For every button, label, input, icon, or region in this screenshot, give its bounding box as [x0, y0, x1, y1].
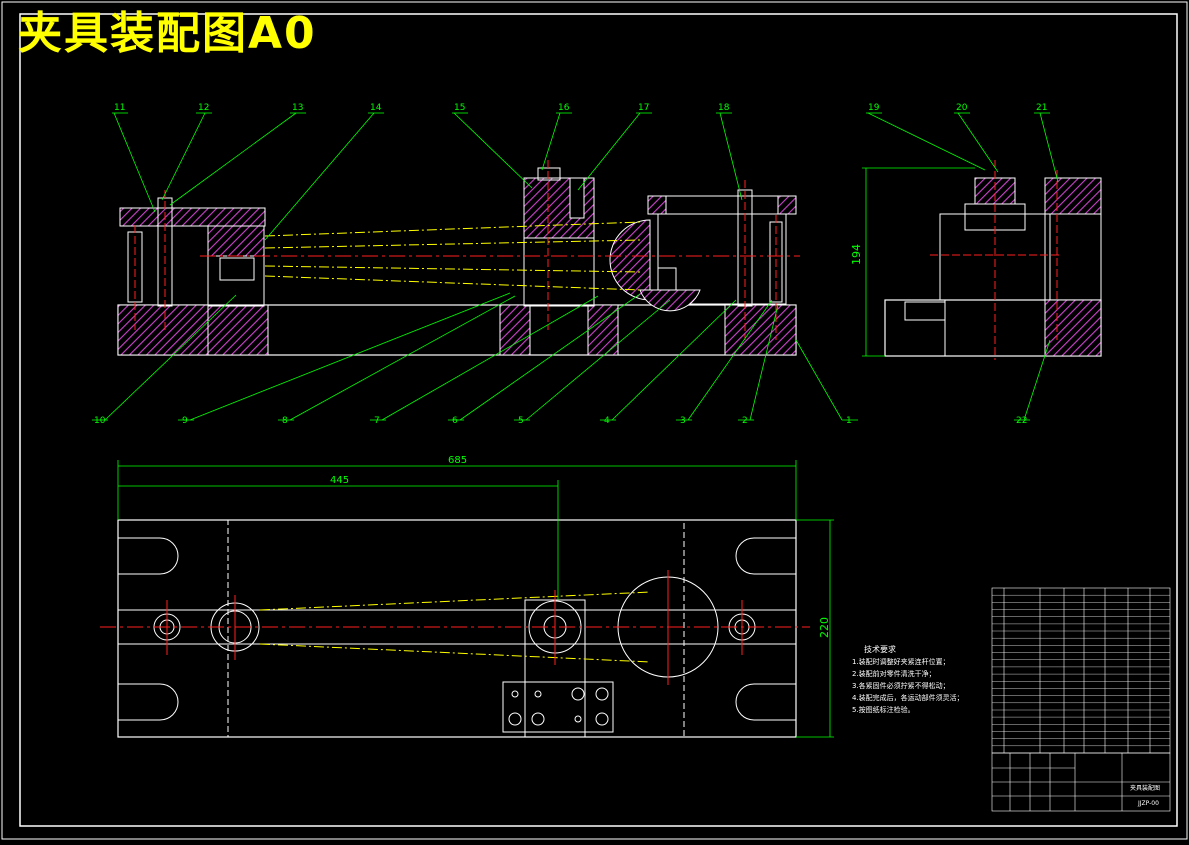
parts-list-table — [991, 587, 1171, 754]
callout-7: 7 — [374, 416, 380, 426]
dimension-side-height: 194 — [850, 244, 863, 265]
callout-13: 13 — [292, 103, 303, 113]
tech-requirements-heading: 技术要求 — [864, 644, 896, 654]
callout-9: 9 — [182, 416, 188, 426]
dimension-overall-length: 685 — [448, 455, 467, 466]
callout-leaders — [92, 112, 1059, 421]
callout-19: 19 — [868, 103, 880, 113]
plan-view — [100, 460, 834, 738]
callout-14: 14 — [370, 103, 382, 113]
callout-17: 17 — [638, 103, 649, 113]
drawing-name-label: 夹具装配图 — [1130, 784, 1160, 792]
parts-list-rows — [992, 595, 1170, 746]
tech-requirements: 技术要求 1.装配时调整好夹紧连杆位置； 2.装配前对零件清洗干净； 3.各紧固… — [852, 644, 964, 714]
drawing-title: 夹具装配图A0 — [18, 8, 317, 59]
callout-21: 21 — [1036, 103, 1047, 113]
callout-numbers: 11 12 13 14 15 16 17 18 19 20 21 10 9 8 … — [94, 103, 1047, 426]
callout-3: 3 — [680, 416, 686, 426]
callout-12: 12 — [198, 103, 209, 113]
callout-20: 20 — [956, 103, 968, 113]
tech-requirement-line: 5.按图纸标注检验。 — [852, 705, 915, 714]
callout-8: 8 — [282, 416, 288, 426]
title-block — [991, 752, 1171, 812]
inner-border — [19, 13, 1178, 827]
dimension-partial-length: 445 — [330, 475, 349, 486]
tech-requirement-line: 1.装配时调整好夹紧连杆位置； — [852, 657, 950, 666]
tech-requirement-line: 2.装配前对零件清洗干净； — [852, 669, 936, 678]
side-view — [862, 160, 1102, 360]
tech-requirement-line: 3.各紧固件必须拧紧不得松动； — [852, 681, 950, 690]
callout-10: 10 — [94, 416, 106, 426]
dimension-plan-width: 220 — [818, 617, 831, 638]
callout-15: 15 — [454, 103, 465, 113]
callout-11: 11 — [114, 103, 125, 113]
callout-22: 22 — [1016, 416, 1027, 426]
tech-requirement-line: 4.装配完成后，各运动部件须灵活； — [852, 693, 964, 702]
callout-18: 18 — [718, 103, 730, 113]
callout-1: 1 — [846, 416, 852, 426]
callout-5: 5 — [518, 416, 524, 426]
front-view — [117, 160, 800, 356]
callout-16: 16 — [558, 103, 570, 113]
callout-6: 6 — [452, 416, 458, 426]
callout-2: 2 — [742, 416, 748, 426]
callout-4: 4 — [604, 416, 610, 426]
drawing-number-label: JJZP-00 — [1137, 800, 1159, 807]
